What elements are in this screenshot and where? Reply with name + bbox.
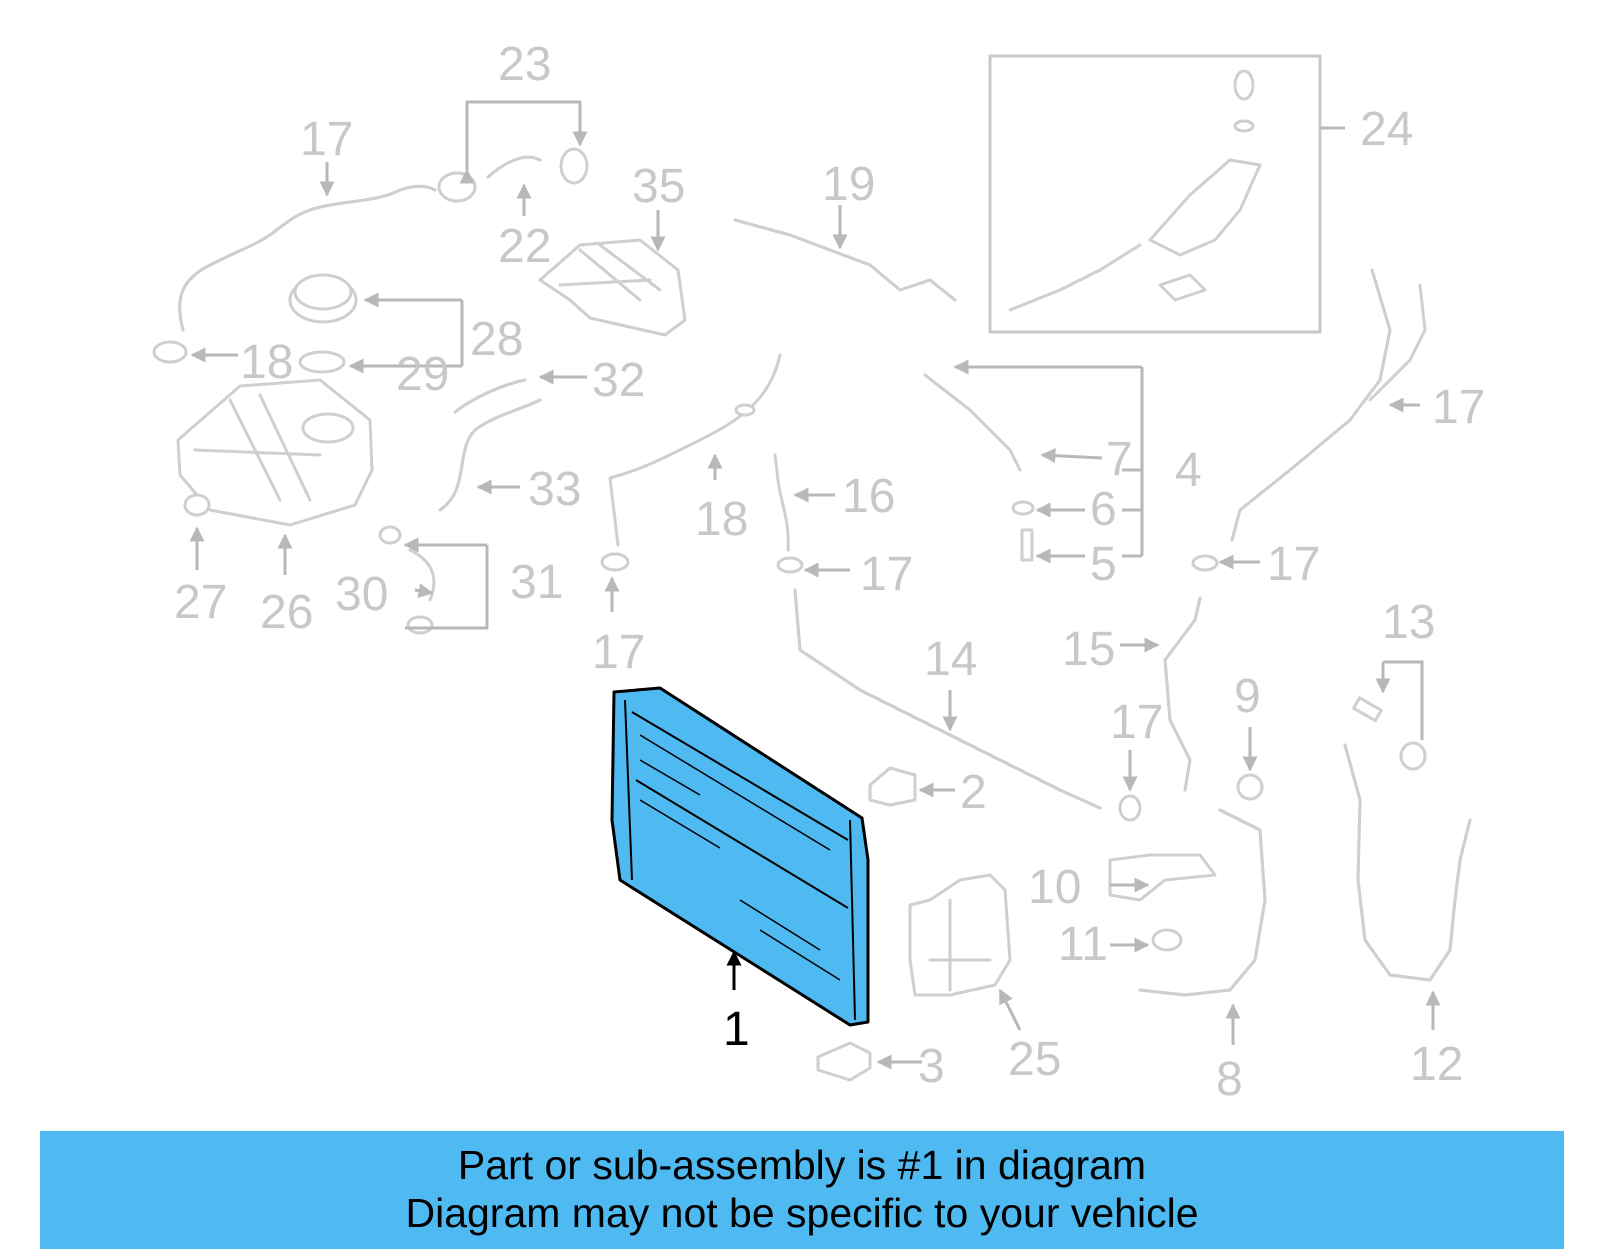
callout-13: 13 <box>1382 596 1435 649</box>
info-banner: Part or sub-assembly is #1 in diagram Di… <box>40 1131 1564 1249</box>
callout-28: 27 <box>174 576 227 629</box>
pipe-19 <box>733 218 957 302</box>
pipe-14 <box>793 588 1142 822</box>
clamp-11 <box>1151 928 1183 952</box>
callout-14: 14 <box>924 633 977 686</box>
callout-3: 3 <box>918 1040 945 1093</box>
callout-2: 2 <box>960 766 987 819</box>
callout-29: 28 <box>470 313 523 366</box>
hose-15 <box>1163 596 1202 792</box>
callout-10: 10 <box>1028 861 1081 914</box>
callout-20: 17 <box>1432 381 1485 434</box>
callout-21: 17 <box>300 113 353 166</box>
callout-27: 26 <box>260 586 313 639</box>
hose-21 <box>178 184 437 332</box>
pipe-18 <box>600 353 782 572</box>
radiator-1[interactable] <box>610 686 870 1027</box>
mount-3 <box>816 1041 872 1082</box>
callout-17c: 17 <box>592 626 645 679</box>
callout-25: 24 <box>1360 103 1413 156</box>
clamp-22 <box>152 340 188 364</box>
callout-35: 35 <box>632 160 685 213</box>
callout-18: 18 <box>695 493 748 546</box>
callout-5: 5 <box>1090 538 1117 591</box>
callout-9: 9 <box>1234 670 1261 723</box>
callout-24: 23 <box>498 38 551 91</box>
callout-23: 22 <box>498 220 551 273</box>
plug-28 <box>183 493 211 517</box>
pipe-20 <box>1191 268 1427 572</box>
bracket-10 <box>1108 853 1217 902</box>
hose-23 <box>486 155 542 179</box>
clamp-24a <box>437 171 477 203</box>
clamp-9 <box>1236 773 1264 801</box>
hose-34 <box>438 398 542 512</box>
callout-19: 19 <box>822 158 875 211</box>
banner-line-2: Diagram may not be specific to your vehi… <box>405 1190 1199 1236</box>
mount-2 <box>868 766 917 807</box>
callout-34: 33 <box>528 463 581 516</box>
callout-33: 32 <box>592 354 645 407</box>
callout-6: 6 <box>1090 483 1117 536</box>
leader-lines <box>189 100 1441 1070</box>
clamp-24b <box>559 147 589 185</box>
box-25 <box>988 54 1322 334</box>
callout-32: 31 <box>510 556 563 609</box>
callout-15: 15 <box>1062 623 1115 676</box>
hose-12 <box>1343 696 1472 982</box>
banner-line-1: Part or sub-assembly is #1 in diagram <box>457 1142 1147 1188</box>
callout-17a: 17 <box>860 548 913 601</box>
callout-8: 8 <box>1216 1053 1243 1106</box>
hose-16 <box>773 453 804 574</box>
callout-1: 1 <box>723 1003 750 1056</box>
callout-12: 12 <box>1410 1038 1463 1091</box>
pipe-4 <box>923 373 1035 562</box>
callout-17d: 17 <box>1110 696 1163 749</box>
cover-35 <box>538 238 687 337</box>
reservoir-27 <box>176 378 374 527</box>
cap-29 <box>288 273 358 324</box>
callout-31: 30 <box>335 568 388 621</box>
callout-26: 25 <box>1008 1033 1061 1086</box>
callout-22: 18 <box>240 336 293 389</box>
callout-30: 29 <box>396 348 449 401</box>
callout-16: 16 <box>842 470 895 523</box>
callout-labels: 23 17 22 35 19 24 28 18 29 32 17 7 4 33 … <box>174 38 1485 1106</box>
callout-11: 11 <box>1058 918 1108 971</box>
callout-17b: 17 <box>1267 538 1320 591</box>
callout-4: 4 <box>1175 444 1202 497</box>
hose-8 <box>1138 808 1267 997</box>
hose-33 <box>453 378 527 414</box>
bracket-26 <box>908 873 1012 997</box>
callout-7: 7 <box>1106 433 1133 486</box>
seal-30 <box>298 350 346 374</box>
